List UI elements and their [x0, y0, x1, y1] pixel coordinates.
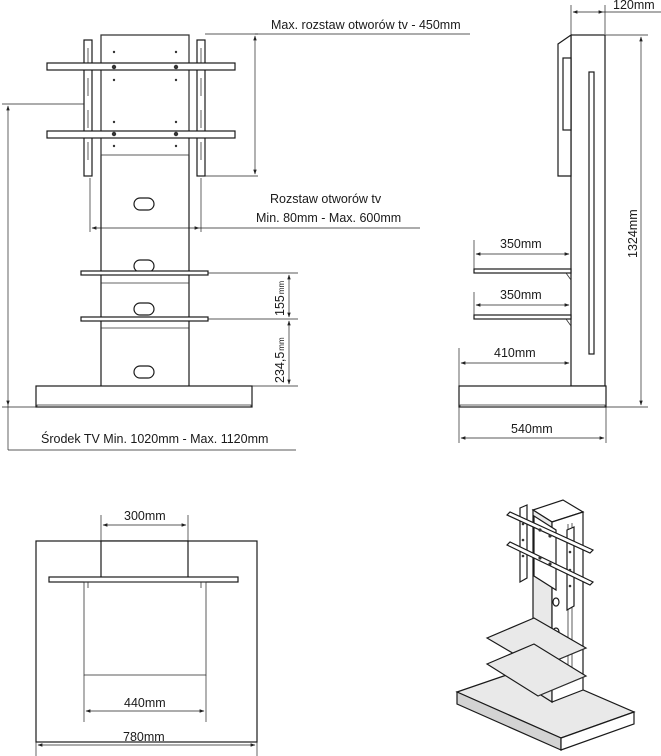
svg-text:155mm: 155mm: [273, 280, 287, 316]
perspective-view: [455, 499, 636, 751]
tv-center-label: Środek TV Min. 1020mm - Max. 1120mm: [41, 431, 268, 446]
front-lower-bar: [46, 130, 236, 139]
shelf-gap-value: 155: [273, 295, 287, 316]
shelf-width-label: 440mm: [124, 696, 166, 710]
vesa-range-values: Min. 80mm - Max. 600mm: [256, 211, 401, 225]
side-base: [458, 385, 607, 408]
column-width-label: 300mm: [124, 509, 166, 523]
side-column: [570, 34, 606, 387]
shelf-gap-unit: mm: [277, 280, 286, 294]
bracket-offset-label: 120mm: [613, 0, 655, 12]
vesa-max-label: Max. rozstaw otworów tv - 450mm: [271, 18, 461, 32]
side-lower-shelf: [473, 314, 572, 320]
upper-shelf-depth-label: 350mm: [500, 237, 542, 251]
top-column: [100, 540, 189, 580]
side-column-slot: [588, 71, 595, 355]
side-upper-shelf: [473, 268, 572, 274]
front-column: [100, 34, 190, 388]
total-height-label: 1324mm: [626, 209, 640, 258]
top-shelf: [83, 581, 207, 676]
front-right-arm: [196, 39, 206, 177]
front-mount-plate: [100, 34, 190, 156]
base-width-label: 780mm: [123, 730, 165, 744]
front-left-arm: [83, 39, 93, 177]
front-view: Max. rozstaw otworów tv - 450mm Rozstaw …: [2, 18, 470, 451]
front-upper-bar: [46, 62, 236, 71]
top-view: 300mm 440mm 780mm: [35, 509, 258, 756]
front-base: [35, 385, 253, 408]
svg-text:234,5mm: 234,5mm: [273, 337, 287, 383]
cable-hole-icon: [133, 197, 155, 379]
base-depth-label: 540mm: [511, 422, 553, 436]
side-view: 120mm 1324mm 350mm 350mm 410mm 540mm: [458, 0, 661, 443]
front-lower-shelf: [80, 316, 209, 322]
vesa-range-title: Rozstaw otworów tv: [270, 192, 382, 206]
shelf-height-value: 234,5: [273, 352, 287, 383]
front-upper-shelf: [80, 270, 209, 276]
lower-shelf-depth-label: 350mm: [500, 288, 542, 302]
top-bracket-bar: [48, 576, 239, 583]
shelf-height-unit: mm: [277, 337, 286, 351]
column-depth-label: 410mm: [494, 346, 536, 360]
